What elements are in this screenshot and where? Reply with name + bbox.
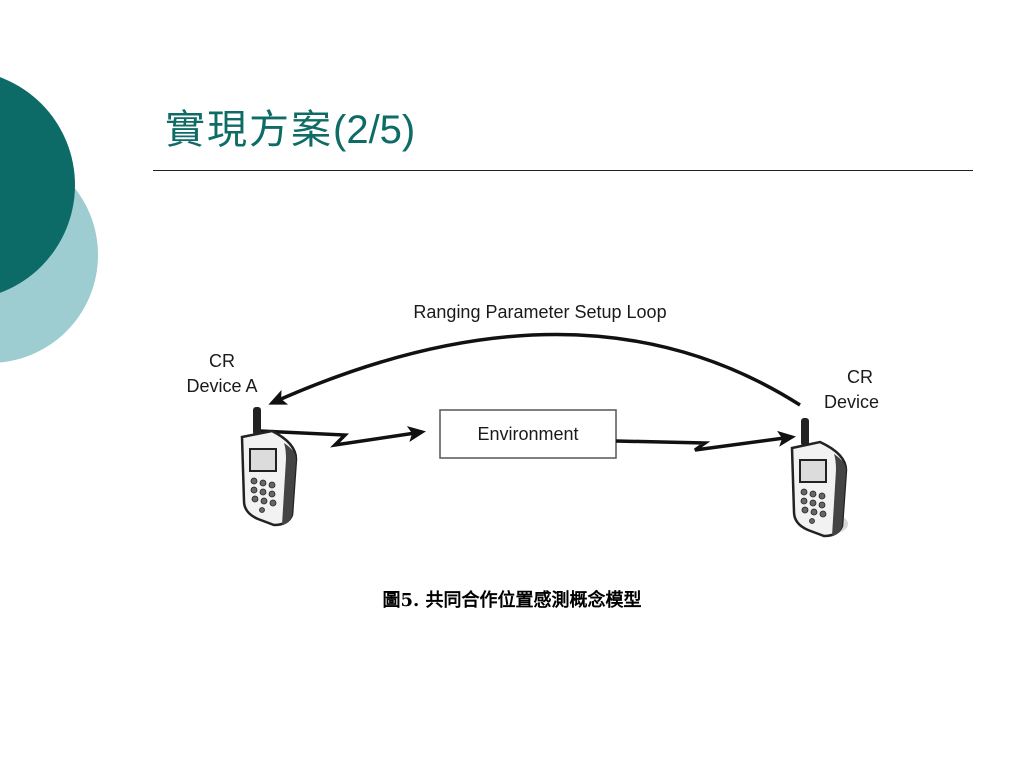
figure-caption: 圖5. 共同合作位置感測概念模型 xyxy=(382,590,642,611)
device-a-label-line2: Device A xyxy=(186,376,257,396)
slide-title-text: 實現方案 xyxy=(165,107,333,153)
device-b-label-line2: Device B xyxy=(824,392,880,412)
phone-icon xyxy=(240,407,298,527)
title-divider xyxy=(153,170,973,171)
slide-title: 實現方案(2/5) xyxy=(165,100,415,160)
concept-diagram: Ranging Parameter Setup Loop CR Device A… xyxy=(186,302,880,538)
environment-label: Environment xyxy=(477,424,578,444)
setup-loop-arrow xyxy=(268,332,801,407)
loop-label: Ranging Parameter Setup Loop xyxy=(413,302,666,322)
environment-box xyxy=(439,409,617,459)
device-a-label-line1: CR xyxy=(209,351,235,371)
lightning-arrow-icon xyxy=(615,430,796,452)
device-b-label-line1: CR xyxy=(847,367,873,387)
slide-title-number: (2/5) xyxy=(333,108,416,152)
lightning-arrow-icon xyxy=(259,426,426,448)
decorative-circles xyxy=(0,77,98,363)
dark-circle-shape xyxy=(0,77,75,293)
phone-icon xyxy=(790,418,848,538)
